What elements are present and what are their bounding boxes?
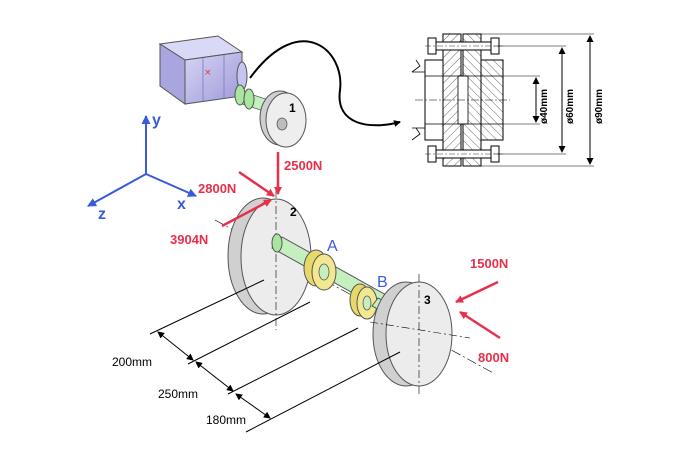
force-3904-label: 3904N: [170, 232, 208, 247]
dim-diameter-40: ø40mm: [539, 89, 550, 124]
z-axis-label: z: [98, 206, 106, 223]
point-a-label: A: [327, 238, 338, 255]
forces: 2500N 2800N 3904N 1500N 800N: [170, 152, 509, 365]
pulley-2: 2: [227, 190, 312, 330]
dim-180mm: 180mm: [206, 413, 246, 427]
coordinate-axes: y x z: [87, 112, 197, 223]
pulley-3-label: 3: [424, 293, 431, 307]
force-2800-label: 2800N: [198, 181, 236, 196]
pulley-3: 3: [369, 274, 471, 396]
force-3904-arrow: [221, 198, 272, 228]
pulley-2-label: 2: [290, 205, 297, 219]
dim-diameter-90: ø90mm: [594, 89, 605, 124]
point-b-label: B: [377, 274, 388, 291]
length-dimensions: 200mm 250mm 180mm: [112, 279, 401, 433]
x-axis-line: [145, 173, 197, 197]
dim-200mm: 200mm: [112, 355, 152, 369]
dim-diameter-60: ø60mm: [565, 89, 576, 124]
pulley-1: 1: [259, 90, 307, 148]
bearing-a: A: [303, 238, 338, 291]
pulley-1-label: 1: [289, 101, 296, 115]
y-axis-label: y: [152, 112, 161, 129]
force-800-label: 800N: [478, 350, 509, 365]
bearing-b: B: [349, 274, 388, 320]
svg-text:×: ×: [204, 68, 212, 78]
z-axis-line: [87, 173, 147, 207]
motor: ×: [158, 35, 248, 105]
force-1500-label: 1500N: [470, 256, 508, 271]
force-2500-label: 2500N: [284, 158, 322, 173]
dim-250mm: 250mm: [158, 387, 198, 401]
coupling-detail: ø40mm ø60mm ø90mm: [411, 33, 605, 167]
detail-leader-arrow: [249, 40, 401, 127]
x-axis-label: x: [177, 196, 186, 213]
force-800-arrow: [459, 310, 501, 340]
force-1500-arrow: [455, 280, 499, 304]
force-2800-arrow: [238, 170, 275, 198]
